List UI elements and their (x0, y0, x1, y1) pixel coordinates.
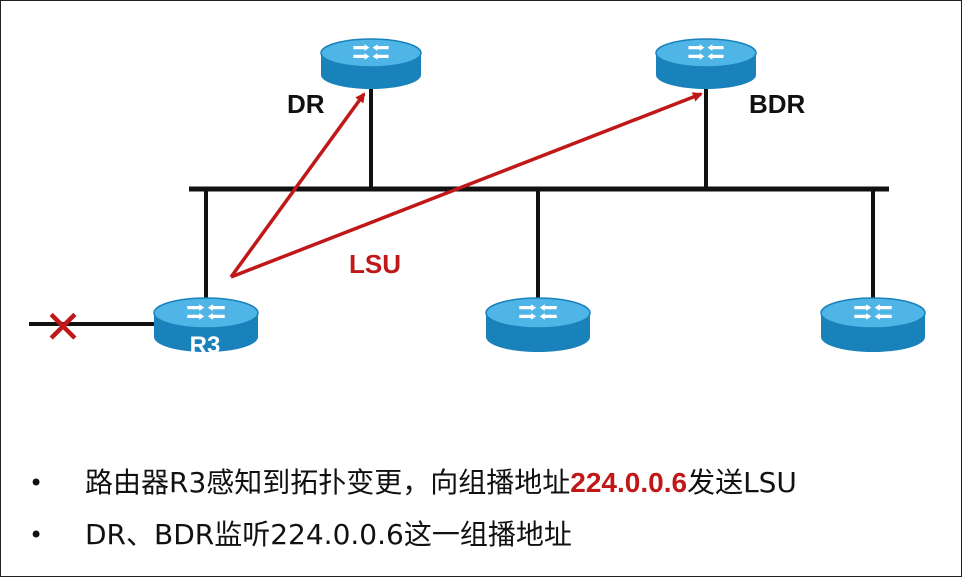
lsu-arrow-to-bdr (230, 92, 703, 279)
router-dr (320, 38, 422, 89)
router-5 (820, 297, 926, 352)
router-bdr-label: BDR (749, 89, 806, 119)
router-bdr (655, 38, 757, 89)
bullet-text-after: 发送LSU (687, 466, 797, 499)
lsu-label: LSU (349, 249, 401, 279)
bullet-dot: • (29, 521, 44, 549)
router-r3-label: R3 (190, 332, 221, 359)
bullet-item: • 路由器R3感知到拓扑变更，向组播地址224.0.0.6发送LSU (29, 457, 797, 509)
link-down-mark: ✕ (44, 300, 83, 354)
bullet-highlight-address: 224.0.0.6 (570, 467, 688, 498)
network-diagram: ✕ DR BDR R3 (29, 38, 926, 359)
lsu-arrow-to-dr (229, 92, 366, 279)
router-dr-label: DR (287, 89, 325, 119)
bullet-list: • 路由器R3感知到拓扑变更，向组播地址224.0.0.6发送LSU • DR、… (29, 457, 797, 561)
router-r3 (153, 297, 259, 352)
bullet-item: • DR、BDR监听224.0.0.6这一组播地址 (29, 509, 797, 561)
router-4 (485, 297, 591, 352)
bullet-dot: • (29, 469, 44, 497)
bullet-text-before: DR、BDR监听224.0.0.6这一组播地址 (85, 518, 572, 551)
bullet-text-before: 路由器R3感知到拓扑变更，向组播地址 (85, 466, 571, 499)
